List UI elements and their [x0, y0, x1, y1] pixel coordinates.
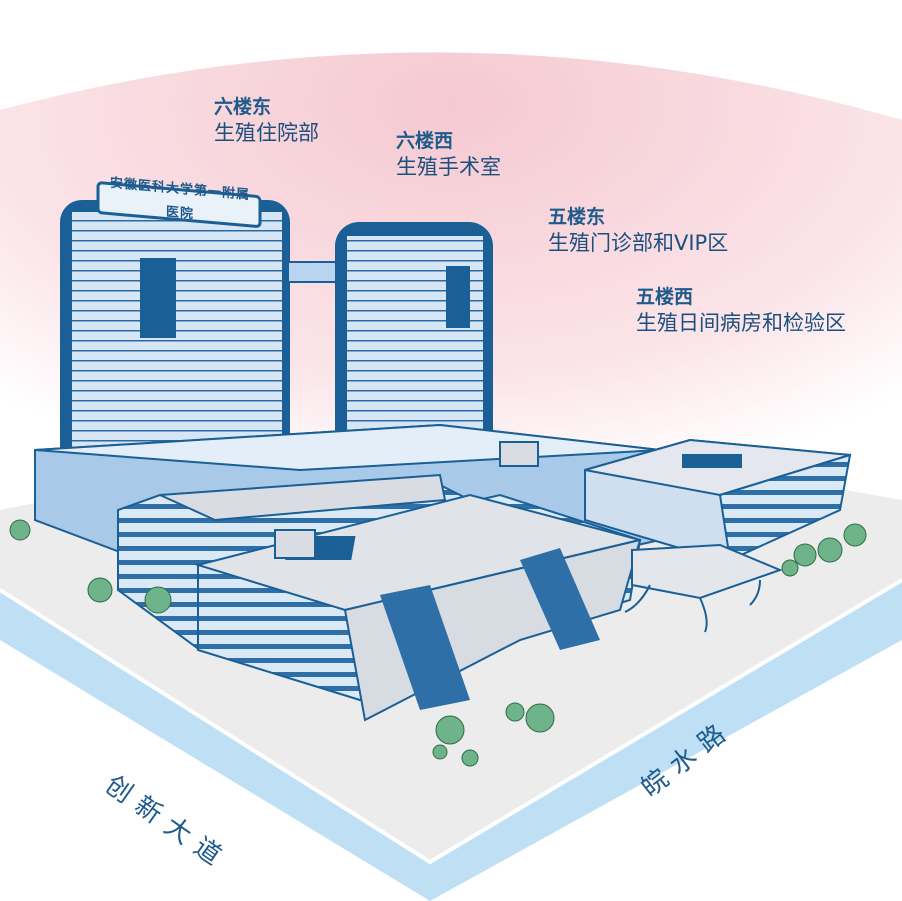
road-edge [0, 578, 902, 865]
sign-frame [96, 181, 262, 228]
callout-floor: 五楼东 [548, 206, 606, 228]
roof-box-1 [274, 529, 316, 559]
callout-floor: 六楼西 [396, 130, 454, 152]
callout-department: 生殖住院部 [214, 120, 319, 145]
tower-west-window [446, 266, 470, 328]
callout-department: 生殖手术室 [396, 154, 501, 179]
block-right [584, 438, 852, 562]
callout-fifth-west: 五楼西 生殖日间病房和检验区 [636, 286, 846, 336]
tower-east-window [140, 258, 176, 338]
callout-floor: 五楼西 [636, 286, 694, 308]
entrance-canopy [624, 543, 783, 633]
callout-fifth-east: 五楼东 生殖门诊部和VIP区 [548, 206, 728, 256]
roof-box-2 [499, 441, 539, 467]
callout-sixth-west: 六楼西 生殖手术室 [396, 130, 501, 180]
callout-department: 生殖日间病房和检验区 [636, 310, 846, 335]
trees [9, 519, 867, 767]
road-band [0, 580, 902, 901]
callout-sixth-east: 六楼东 生殖住院部 [214, 96, 319, 146]
callout-floor: 六楼东 [214, 96, 272, 118]
callout-department: 生殖门诊部和VIP区 [548, 230, 729, 255]
